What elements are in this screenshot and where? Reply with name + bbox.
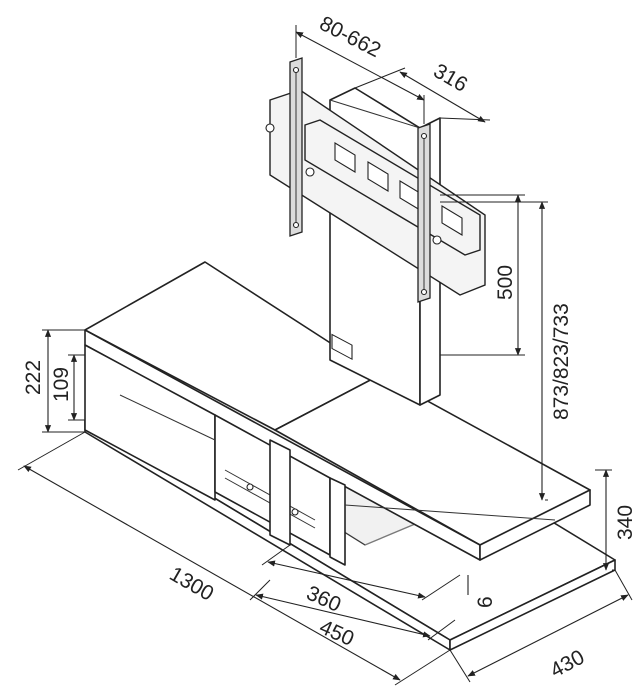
wall-bracket [265, 57, 486, 361]
dim-depth-360: 360 [303, 582, 344, 617]
dim-width: 1300 [166, 562, 218, 605]
dim-depth-430: 430 [547, 646, 589, 683]
dim-arm-range: 80-662 [316, 12, 385, 62]
dim-bracket-height: 500 [494, 265, 517, 300]
dim-shelf-thickness: 6 [474, 596, 497, 608]
dimension-lines [17, 25, 633, 686]
dim-unit-height: 340 [614, 505, 637, 540]
dim-depth-450: 450 [316, 616, 357, 651]
dim-column-depth: 316 [430, 59, 472, 96]
dim-lower-gap: 109 [50, 367, 73, 402]
dim-total-heights: 873/823/733 [550, 303, 573, 420]
dim-upper-height: 222 [22, 360, 45, 395]
